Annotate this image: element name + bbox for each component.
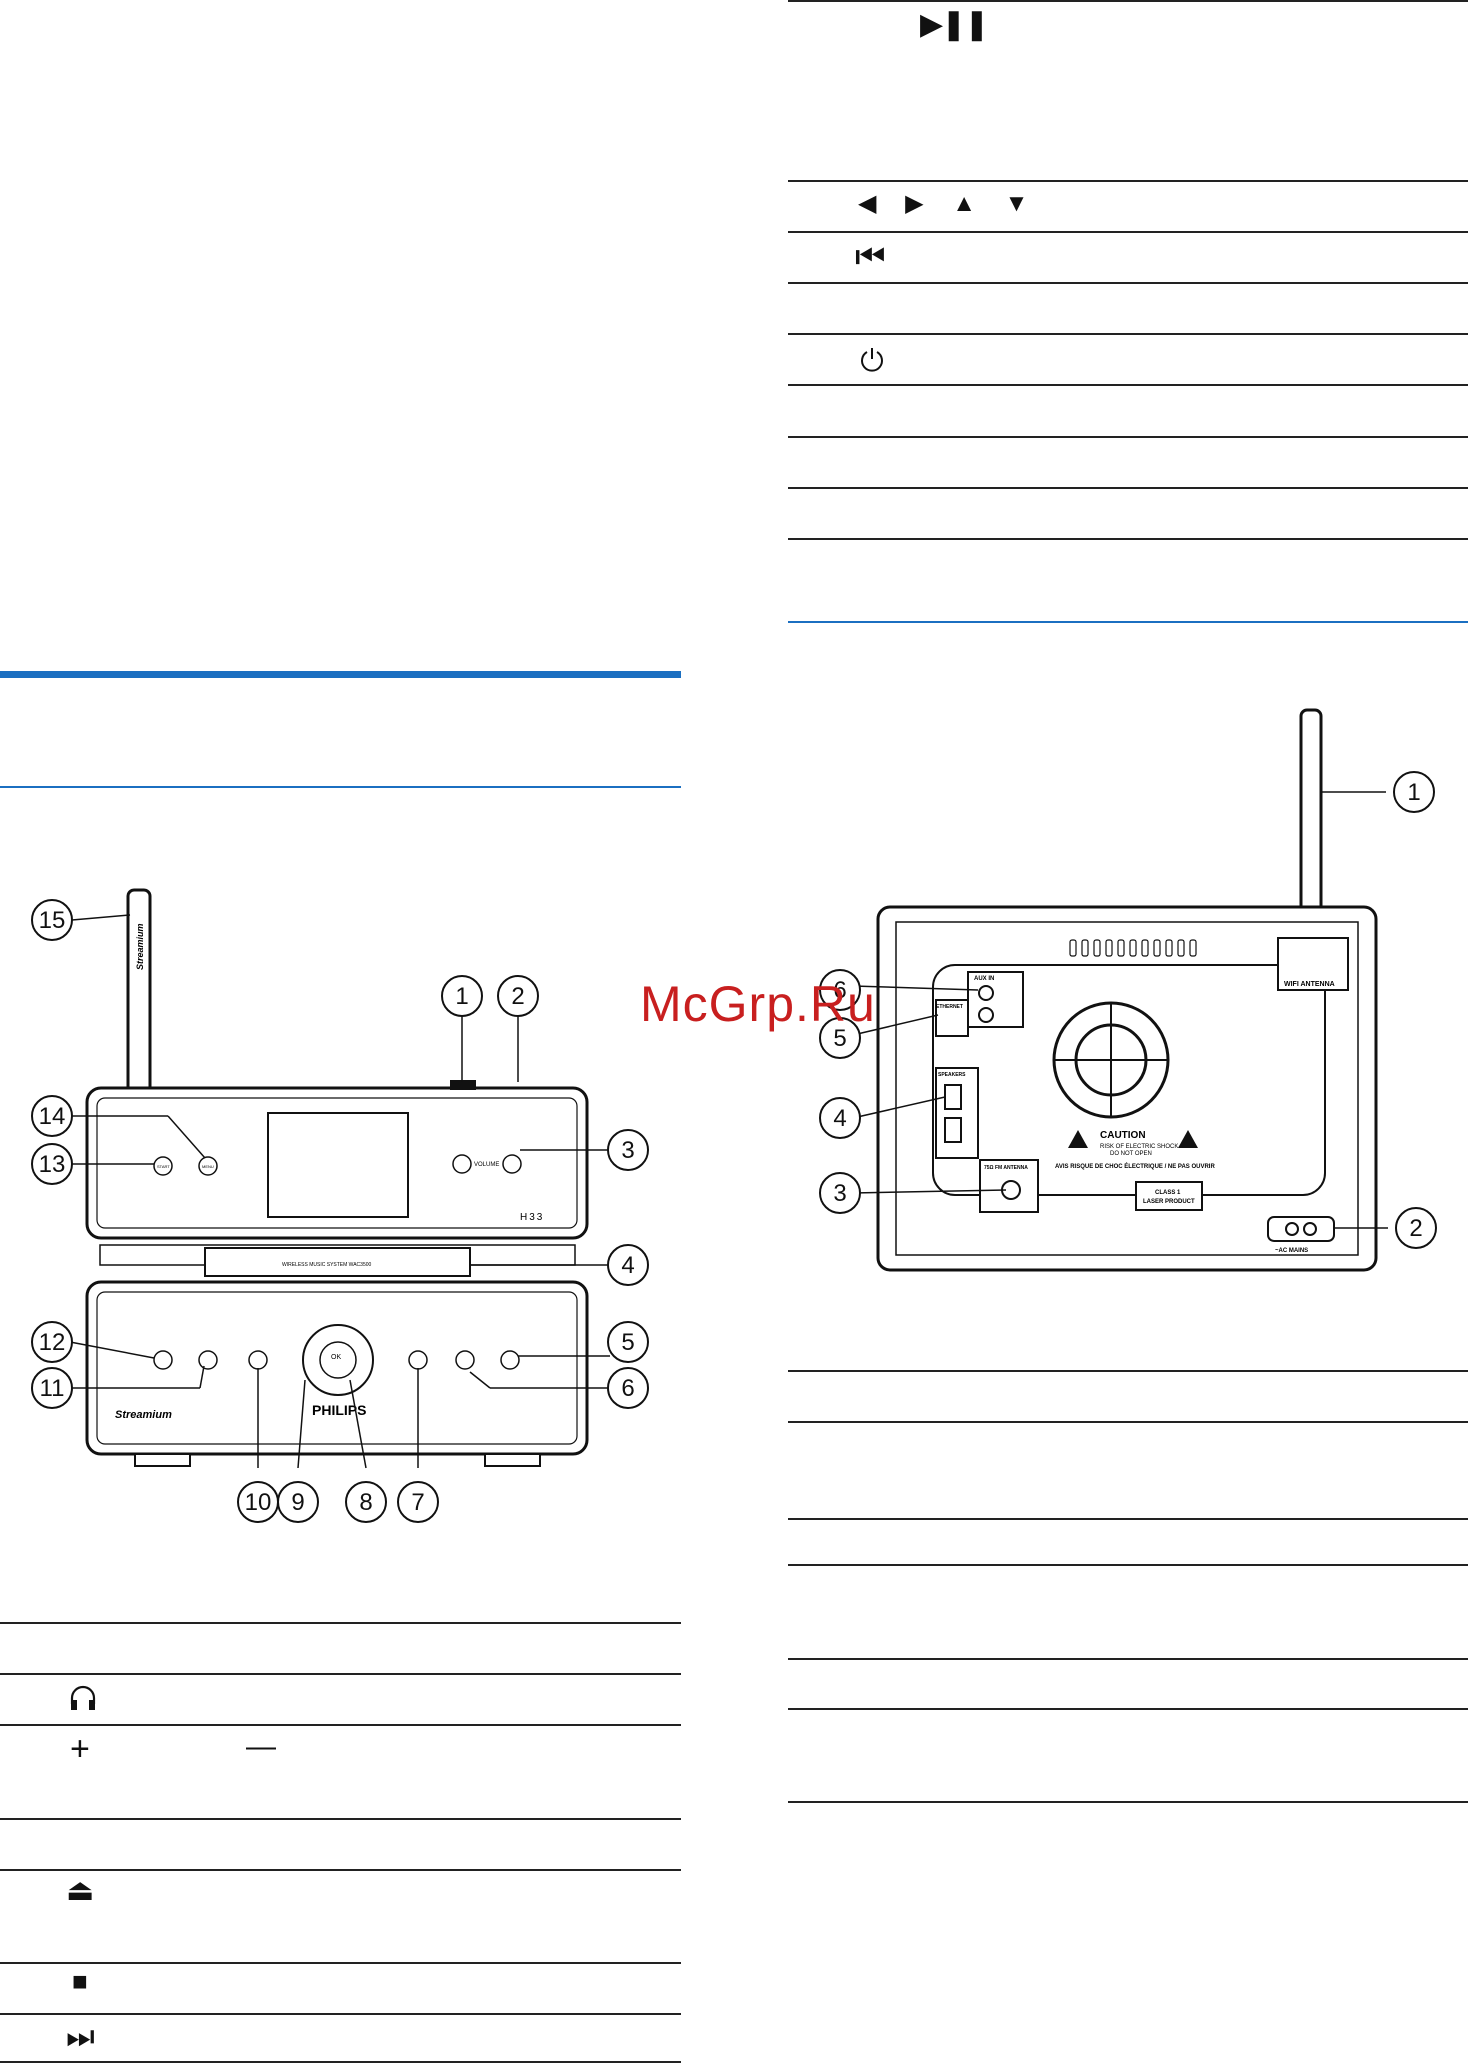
right-table-rule bbox=[788, 180, 1468, 182]
svg-text:10: 10 bbox=[245, 1489, 272, 1516]
front-table-rule bbox=[0, 1622, 681, 1624]
right-table-rule bbox=[788, 282, 1468, 284]
volume-plus bbox=[502, 1154, 522, 1174]
eject-icon: ⏏ bbox=[66, 1874, 95, 1907]
svg-text:VOLUME: VOLUME bbox=[474, 1162, 499, 1168]
front-view-diagram: Streamium START MENU VOLUME H33 WIRELESS… bbox=[31, 888, 649, 1523]
svg-text:12: 12 bbox=[39, 1329, 66, 1356]
svg-text:RISK OF ELECTRIC SHOCK: RISK OF ELECTRIC SHOCK bbox=[1100, 1144, 1178, 1150]
svg-text:PHILIPS: PHILIPS bbox=[312, 1402, 366, 1418]
right-table-top-rule bbox=[788, 0, 1468, 2]
svg-text:1: 1 bbox=[455, 983, 468, 1010]
disc-slot bbox=[204, 1247, 471, 1277]
svg-text:4: 4 bbox=[621, 1252, 634, 1279]
svg-text:11: 11 bbox=[40, 1375, 65, 1402]
front-table-rule bbox=[0, 1818, 681, 1820]
front-table-rule bbox=[0, 2013, 681, 2015]
rear-table-rule bbox=[788, 1518, 1468, 1520]
svg-text:~AC MAINS: ~AC MAINS bbox=[1275, 1248, 1308, 1254]
rear-table-rule bbox=[788, 1370, 1468, 1372]
front-table-rule bbox=[0, 1673, 681, 1675]
svg-text:WIRELESS MUSIC SYSTEM WAC3500: WIRELESS MUSIC SYSTEM WAC3500 bbox=[282, 1262, 371, 1268]
svg-text:14: 14 bbox=[39, 1103, 66, 1130]
right-table-rule bbox=[788, 333, 1468, 335]
rear-table-rule bbox=[788, 1564, 1468, 1566]
svg-text:5: 5 bbox=[621, 1329, 634, 1356]
right-table-rule bbox=[788, 436, 1468, 438]
svg-text:Streamium: Streamium bbox=[115, 1409, 172, 1421]
svg-text:CLASS 1: CLASS 1 bbox=[1155, 1190, 1181, 1196]
svg-text:ETHERNET: ETHERNET bbox=[936, 1004, 963, 1010]
play-pause-icon: ▶❚❚ bbox=[920, 8, 989, 41]
svg-text:6: 6 bbox=[621, 1375, 634, 1402]
nav-arrows-icon: ◀ ▶ ▲ ▼ bbox=[858, 190, 1029, 217]
svg-text:AUX IN: AUX IN bbox=[974, 976, 994, 982]
svg-text:MENU: MENU bbox=[202, 1164, 214, 1169]
svg-text:4: 4 bbox=[833, 1105, 846, 1132]
svg-text:WIFI ANTENNA: WIFI ANTENNA bbox=[1284, 981, 1335, 988]
antenna-logo: Streamium bbox=[135, 923, 145, 970]
front-table-rule bbox=[0, 1869, 681, 1871]
svg-text:6: 6 bbox=[833, 977, 846, 1004]
right-table-rule bbox=[788, 487, 1468, 489]
watermark: McGrp.Ru bbox=[640, 976, 876, 1032]
left-section-heading-bar bbox=[0, 671, 681, 678]
menu-button bbox=[198, 1156, 218, 1176]
svg-text:75Ω FM ANTENNA: 75Ω FM ANTENNA bbox=[984, 1165, 1028, 1171]
rear-callouts: 1 2 6 5 4 3 bbox=[819, 771, 1437, 1249]
svg-text:DO NOT OPEN: DO NOT OPEN bbox=[1110, 1151, 1152, 1157]
svg-text:5: 5 bbox=[833, 1025, 846, 1052]
stop-icon: ■ bbox=[72, 1966, 88, 1996]
minus-icon: — bbox=[246, 1730, 276, 1763]
right-table-rule bbox=[788, 384, 1468, 386]
lcd-screen bbox=[267, 1112, 409, 1218]
right-table-rule bbox=[788, 231, 1468, 233]
previous-icon: ⏮ bbox=[855, 238, 886, 276]
svg-text:LASER PRODUCT: LASER PRODUCT bbox=[1143, 1199, 1195, 1205]
start-button bbox=[153, 1156, 173, 1176]
right-table-rule bbox=[788, 538, 1468, 540]
rear-table-rule bbox=[788, 1658, 1468, 1660]
svg-text:CAUTION: CAUTION bbox=[1100, 1130, 1146, 1141]
svg-text:8: 8 bbox=[359, 1489, 372, 1516]
svg-text:AVIS RISQUE DE CHOC ÉLECTRIQUE: AVIS RISQUE DE CHOC ÉLECTRIQUE / NE PAS … bbox=[1055, 1162, 1215, 1170]
svg-text:15: 15 bbox=[39, 907, 66, 934]
next-icon: ⏭ bbox=[66, 2018, 95, 2054]
svg-text:3: 3 bbox=[833, 1180, 846, 1207]
front-table-rule bbox=[0, 1724, 681, 1726]
svg-text:9: 9 bbox=[291, 1489, 304, 1516]
power-icon bbox=[861, 348, 883, 372]
svg-text:H33: H33 bbox=[520, 1212, 544, 1223]
svg-text:2: 2 bbox=[1409, 1215, 1422, 1242]
right-section-divider bbox=[788, 621, 1468, 623]
svg-text:2: 2 bbox=[511, 983, 524, 1010]
svg-text:1: 1 bbox=[1407, 779, 1420, 806]
svg-text:7: 7 bbox=[411, 1489, 424, 1516]
front-callouts: 15 1 2 14 13 3 4 12 11 5 6 10 9 8 7 bbox=[31, 899, 649, 1523]
svg-text:START: START bbox=[157, 1164, 170, 1169]
front-table-rule bbox=[0, 1962, 681, 1964]
svg-text:SPEAKERS: SPEAKERS bbox=[938, 1072, 966, 1078]
rear-table-rule bbox=[788, 1801, 1468, 1803]
left-section-divider bbox=[0, 786, 681, 788]
rear-view-diagram: WIFI ANTENNA AUX IN ETHERNET SPEAKERS 75… bbox=[819, 708, 1437, 1272]
svg-text:13: 13 bbox=[39, 1151, 66, 1178]
svg-text:3: 3 bbox=[621, 1137, 634, 1164]
rear-table-rule bbox=[788, 1708, 1468, 1710]
volume-minus bbox=[452, 1154, 472, 1174]
headphones-icon bbox=[70, 1685, 96, 1710]
rear-table-rule bbox=[788, 1421, 1468, 1423]
front-table-rule bbox=[0, 2061, 681, 2063]
plus-icon: + bbox=[70, 1730, 90, 1768]
svg-text:OK: OK bbox=[331, 1354, 341, 1361]
